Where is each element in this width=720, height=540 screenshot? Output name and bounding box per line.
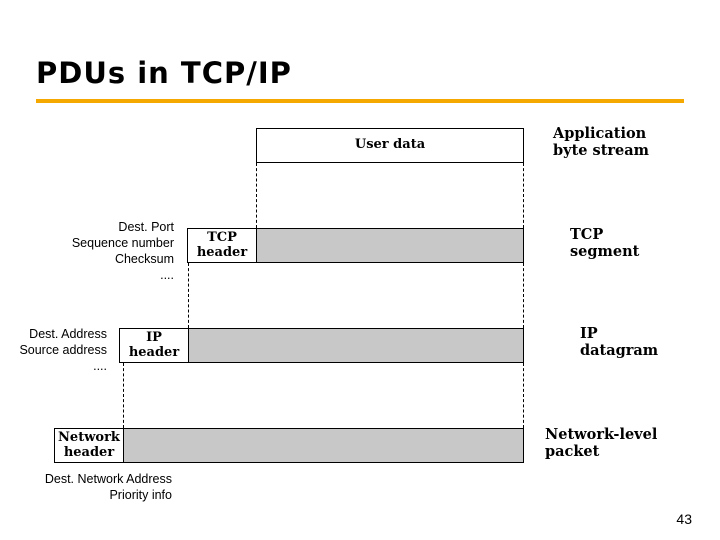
ip-payload-box <box>188 328 524 363</box>
ip-datagram-label: IP datagram <box>580 325 659 359</box>
dashed-connector-left-3 <box>123 363 124 428</box>
user-data-box: User data <box>256 128 524 163</box>
dashed-connector-left-1 <box>256 163 257 228</box>
page-title: PDUs in TCP/IP <box>36 56 292 90</box>
dashed-connector-right-3 <box>523 363 524 428</box>
title-underline-rule <box>36 99 684 103</box>
network-header-fields-list: Dest. Network Address Priority info <box>44 472 172 502</box>
network-payload-box <box>123 428 524 463</box>
dashed-connector-right-1 <box>523 163 524 228</box>
ip-header-box: IP header <box>119 328 189 363</box>
network-level-packet-label: Network-level packet <box>545 426 658 460</box>
tcp-header-fields-list: Dest. Port Sequence number Checksum .... <box>71 220 174 282</box>
dashed-connector-left-2 <box>188 263 189 328</box>
tcp-header-box: TCP header <box>187 228 257 263</box>
tcp-payload-box <box>256 228 524 263</box>
tcp-segment-label: TCP segment <box>570 226 640 260</box>
application-byte-stream-label: Application byte stream <box>553 125 649 159</box>
dashed-connector-right-2 <box>523 263 524 328</box>
page-number: 43 <box>676 511 692 527</box>
ip-header-fields-list: Dest. Address Source address .... <box>19 327 107 373</box>
network-header-box: Network header <box>54 428 124 463</box>
